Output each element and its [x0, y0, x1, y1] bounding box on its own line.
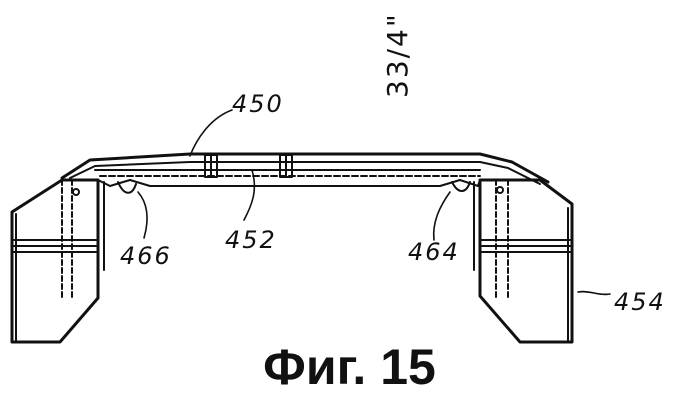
right-side-wall: [480, 180, 572, 342]
leader-464: [434, 192, 450, 240]
top-plate: [62, 154, 548, 184]
leader-466: [138, 192, 147, 238]
leader-450: [190, 110, 232, 156]
leader-lines: [138, 110, 610, 294]
label-452: 452: [225, 228, 277, 252]
label-464: 464: [408, 240, 460, 264]
label-450: 450: [232, 92, 284, 116]
leader-454: [578, 292, 610, 295]
label-454: 454: [614, 290, 666, 314]
left-side-wall: [12, 180, 98, 342]
leader-452: [244, 170, 254, 220]
figure-caption: Фиг. 15: [0, 342, 699, 392]
dimension-label: 33/4": [384, 12, 412, 98]
label-466: 466: [120, 244, 172, 268]
